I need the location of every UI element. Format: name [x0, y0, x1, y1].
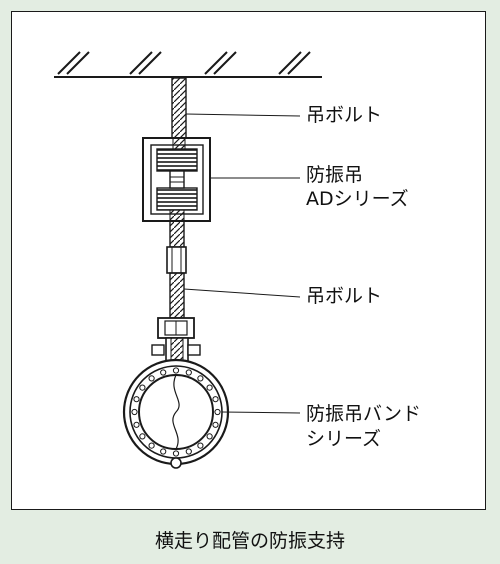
- label-band-line2: シリーズ: [306, 428, 382, 450]
- lower-hanger-bolt: [169, 272, 185, 319]
- vibration-isolator: [142, 137, 211, 222]
- label-lower-bolt: 吊ボルト: [306, 285, 383, 307]
- rubber-lining: [131, 367, 221, 457]
- lining-bump: [185, 448, 192, 455]
- lining-bump: [139, 384, 146, 391]
- lining-bump: [148, 442, 155, 449]
- lining-bump: [214, 408, 221, 416]
- figure-caption: 横走り配管の防振支持: [154, 530, 345, 552]
- lining-bump: [212, 396, 219, 403]
- lining-bump: [172, 367, 180, 374]
- label-upper-bolt: 吊ボルト: [306, 104, 383, 126]
- lining-bump: [148, 375, 155, 382]
- lining-bump: [172, 450, 180, 457]
- pipe-band: [122, 358, 230, 469]
- lining-bump: [133, 396, 140, 403]
- middle-bolt-coupling: [166, 220, 187, 274]
- diagram-frame: [11, 11, 486, 510]
- lining-bump: [212, 421, 219, 428]
- lining-bump: [206, 433, 213, 440]
- label-isolator-line2: ADシリーズ: [306, 188, 409, 210]
- ceiling: [54, 51, 322, 78]
- lining-bump: [206, 384, 213, 391]
- lining-bump: [197, 375, 204, 382]
- lining-bump: [160, 448, 167, 455]
- band-nut-block: [151, 317, 201, 363]
- label-isolator-line1: 防振吊: [306, 164, 364, 186]
- lining-bump: [133, 421, 140, 428]
- lining-bump: [185, 369, 192, 376]
- lining-bump: [160, 369, 167, 376]
- label-band-line1: 防振吊バンド: [306, 403, 421, 425]
- upper-hanger-bolt: [171, 77, 187, 141]
- lining-bump: [139, 433, 146, 440]
- lining-bump: [197, 442, 204, 449]
- lining-bump: [131, 408, 138, 416]
- leader-lines: [183, 113, 301, 414]
